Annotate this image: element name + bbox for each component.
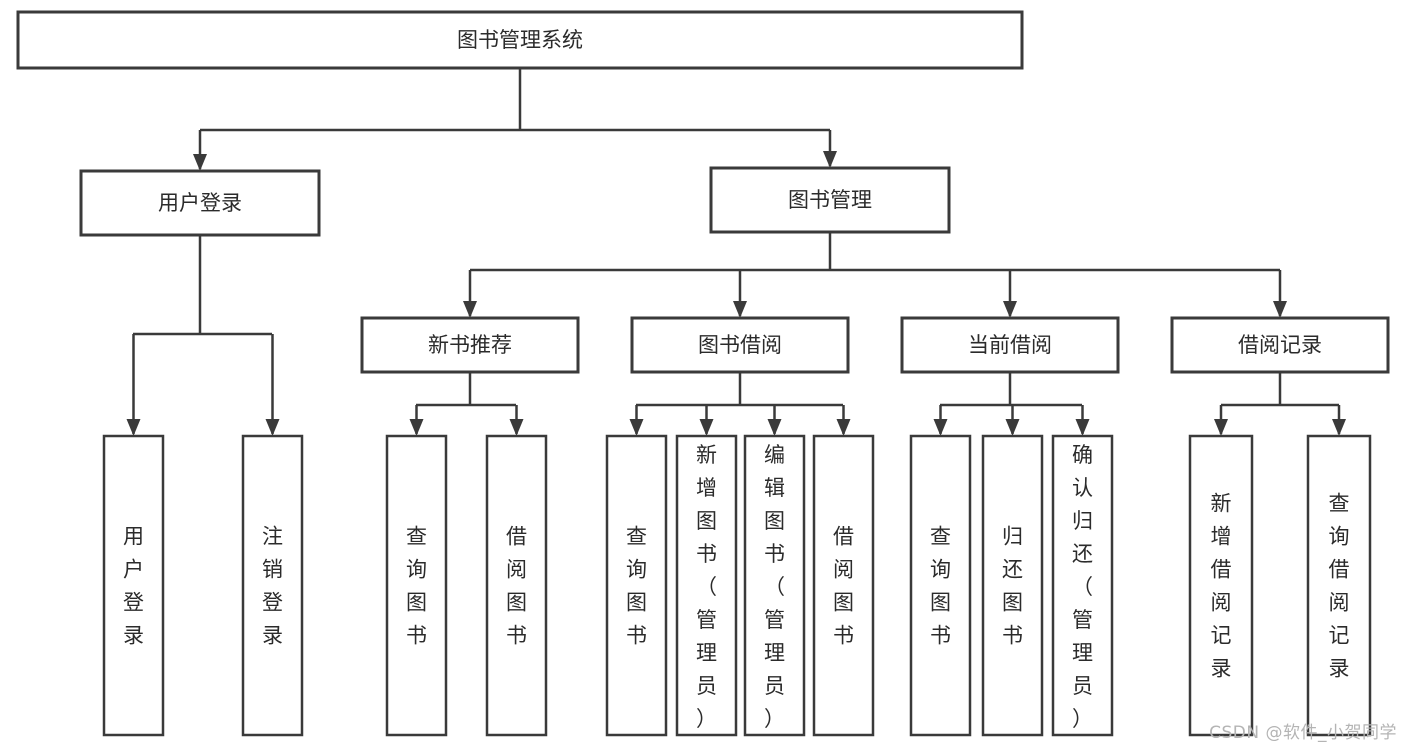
node-label: 借阅图书 (506, 525, 527, 648)
node-new-book-recommend[interactable]: 新书推荐 (360, 316, 580, 374)
node-outline (709, 166, 951, 234)
node-leaf-user-login[interactable]: 用户登录 (102, 434, 165, 737)
node-label: 查询图书 (930, 525, 951, 648)
connector-drop-current-borrow (1003, 270, 1017, 318)
node-label: 用户登录 (123, 525, 144, 648)
node-current-borrow[interactable]: 当前借阅 (900, 316, 1120, 374)
node-label: 查询图书 (626, 525, 647, 648)
node-outline (102, 434, 165, 737)
node-leaf-logout[interactable]: 注销登录 (241, 434, 304, 737)
node-label: 用户登录 (158, 191, 242, 215)
connector-drop-leaf-return-book (1005, 405, 1020, 436)
node-outline (675, 434, 738, 737)
connector-drop-leaf-query-book-recommend (409, 405, 424, 436)
node-leaf-query-book-current[interactable]: 查询图书 (909, 434, 972, 737)
node-outline (909, 434, 972, 737)
node-leaf-add-borrow-record[interactable]: 新增借阅记录 (1188, 434, 1254, 737)
node-label: 查询图书 (406, 525, 427, 648)
node-outline (812, 434, 875, 737)
node-label: 新增借阅记录 (1211, 492, 1232, 681)
connector-bus-book-management (470, 232, 1280, 272)
node-borrow-record[interactable]: 借阅记录 (1170, 316, 1390, 374)
connector-bus-borrow-record (1221, 372, 1339, 407)
connector-bus-root (200, 68, 830, 132)
node-label: 新书推荐 (428, 333, 512, 357)
connector-layer (126, 68, 1346, 436)
connector-drop-leaf-confirm-return (1075, 405, 1090, 436)
node-label: 图书借阅 (698, 333, 782, 357)
node-outline (743, 434, 806, 737)
node-outline (1170, 316, 1390, 374)
node-leaf-edit-book[interactable]: 编辑图书（管理员） (743, 434, 806, 737)
connector-drop-leaf-query-book-borrow (629, 405, 644, 436)
node-outline (1051, 434, 1114, 737)
connector-drop-leaf-borrow-book (836, 405, 851, 436)
node-outline (1188, 434, 1254, 737)
node-outline (16, 10, 1024, 70)
connector-bus-book-borrow (636, 372, 843, 407)
node-leaf-confirm-return[interactable]: 确认归还（管理员） (1051, 434, 1114, 737)
connector-drop-leaf-query-borrow-record (1332, 405, 1346, 436)
node-outline (485, 434, 548, 737)
connector-bus-new-book-recommend (416, 372, 516, 407)
connector-bus-user-login (133, 235, 272, 336)
node-outline (79, 169, 321, 237)
node-leaf-borrow-book[interactable]: 借阅图书 (812, 434, 875, 737)
connector-drop-leaf-edit-book (767, 405, 782, 436)
node-layer: 图书管理系统用户登录图书管理新书推荐图书借阅当前借阅借阅记录用户登录注销登录查询… (16, 10, 1390, 737)
connector-drop-user-login (193, 130, 207, 171)
node-label: 新增图书（管理员） (696, 443, 717, 731)
node-book-management[interactable]: 图书管理 (709, 166, 951, 234)
connector-drop-leaf-add-book (699, 405, 714, 436)
node-label: 编辑图书（管理员） (764, 443, 785, 731)
node-root[interactable]: 图书管理系统 (16, 10, 1024, 70)
node-leaf-add-book[interactable]: 新增图书（管理员） (675, 434, 738, 737)
node-leaf-query-borrow-record[interactable]: 查询借阅记录 (1306, 434, 1372, 737)
connector-bus-current-borrow (940, 372, 1082, 407)
node-outline (900, 316, 1120, 374)
node-leaf-query-book-recommend[interactable]: 查询图书 (385, 434, 448, 737)
connector-drop-leaf-user-login (126, 334, 141, 436)
node-label: 借阅记录 (1238, 333, 1322, 357)
node-label: 借阅图书 (833, 525, 854, 648)
node-outline (1306, 434, 1372, 737)
node-outline (630, 316, 850, 374)
node-label: 确认归还（管理员） (1072, 443, 1093, 731)
node-outline (241, 434, 304, 737)
node-leaf-return-book[interactable]: 归还图书 (981, 434, 1044, 737)
connector-drop-borrow-record (1273, 270, 1287, 318)
connector-drop-leaf-logout (265, 334, 280, 436)
connector-drop-book-borrow (733, 270, 747, 318)
connector-drop-new-book-recommend (463, 270, 477, 318)
connector-drop-leaf-add-borrow-record (1214, 405, 1228, 436)
node-outline (360, 316, 580, 374)
node-label: 注销登录 (262, 525, 283, 648)
node-leaf-borrow-book-recommend[interactable]: 借阅图书 (485, 434, 548, 737)
node-label: 当前借阅 (968, 333, 1052, 357)
node-outline (605, 434, 668, 737)
connector-drop-leaf-query-book-current (933, 405, 948, 436)
node-label: 图书管理系统 (457, 28, 583, 52)
csdn-watermark: CSDN @软件_小贺同学 (1209, 723, 1397, 743)
node-label: 查询借阅记录 (1329, 492, 1350, 681)
connector-drop-leaf-borrow-book-recommend (509, 405, 524, 436)
node-label: 图书管理 (788, 188, 872, 212)
node-leaf-query-book-borrow[interactable]: 查询图书 (605, 434, 668, 737)
node-book-borrow[interactable]: 图书借阅 (630, 316, 850, 374)
node-outline (981, 434, 1044, 737)
node-label: 归还图书 (1002, 525, 1023, 648)
node-outline (385, 434, 448, 737)
connector-drop-book-management (823, 130, 837, 168)
node-user-login[interactable]: 用户登录 (79, 169, 321, 237)
